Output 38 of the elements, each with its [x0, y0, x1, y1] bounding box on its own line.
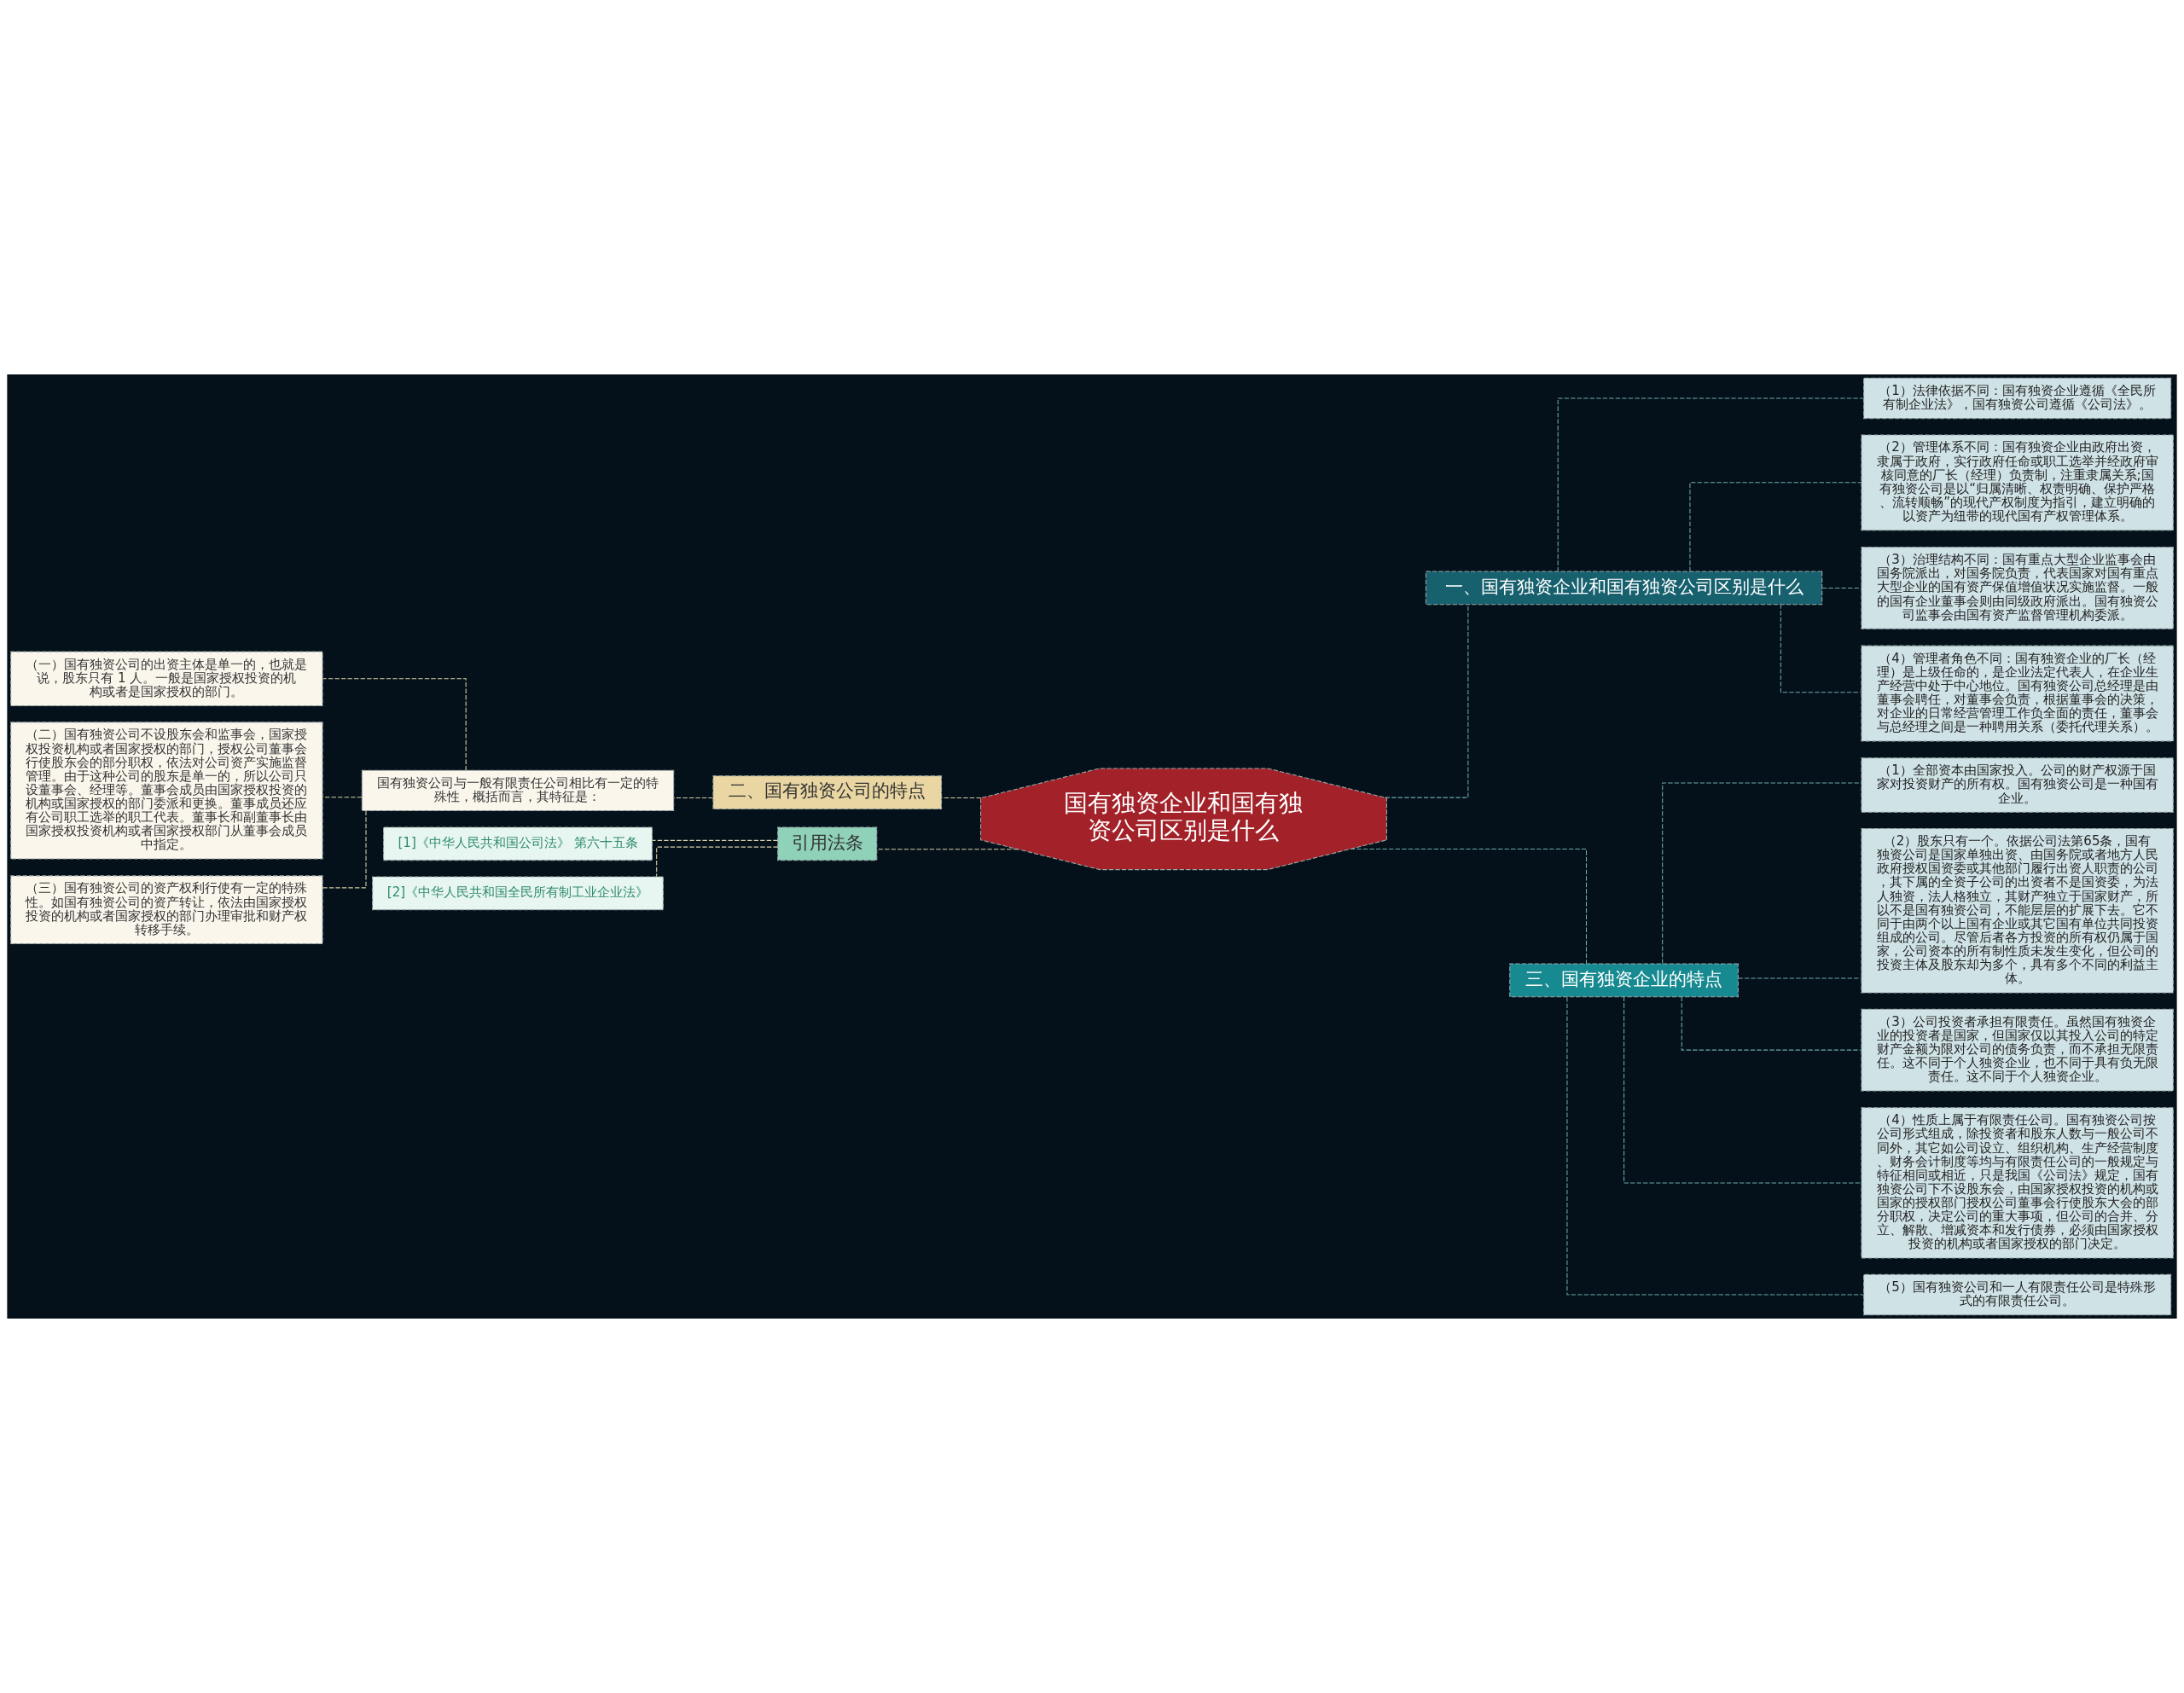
node-box: 一、国有独资企业和国有独资公司区别是什么 — [1425, 571, 1823, 606]
node-box: （5）国有独资公司和一人有限责任公司是特殊形式的有限责任公司。 — [1863, 1273, 2172, 1316]
node-box: （1）法律依据不同：国有独资企业遵循《全民所有制企业法》，国有独资公司遵循《公司法》。 — [1863, 377, 2172, 420]
node-box: 二、国有独资公司的特点 — [712, 775, 943, 809]
connector — [1385, 604, 1469, 798]
connector — [322, 797, 363, 798]
connector — [1681, 996, 1862, 1051]
connector — [322, 678, 467, 771]
connector — [652, 839, 778, 841]
connector — [673, 797, 714, 799]
connector — [941, 797, 982, 799]
connector — [1689, 482, 1862, 572]
node-box: （三）国有独资公司的资产权利行使有一定的特殊性。如国有独资公司的资产转让，依法由国家授权投资的机构或者国家授权的部门办理审批和财产权转移手续。 — [10, 875, 323, 944]
node-box: （1）全部资本由国家投入。公司的财产权源于国家对投资财产的所有权。国有独资公司是一种国有企业。 — [1861, 757, 2174, 813]
connector — [1566, 996, 1865, 1296]
connector — [1738, 977, 1862, 979]
connector — [1623, 996, 1862, 1184]
node-box: （一）国有独资公司的出资主体是单一的，也就是说，股东只有 1 人。一般是国家授权投资的机构或者是国家授权的部门。 — [10, 651, 323, 707]
node-box: 国有独资公司与一般有限责任公司相比有一定的特殊性，概括而言，其特征是： — [361, 769, 675, 812]
node-box: （4）管理者角色不同：国有独资企业的厂长（经理）是上级任命的，是企业法定代表人，在企业生产经营中处于中心地位。国有独资公司总经理是由董事会聘任，对董事会负责，根据董事会的决策，对企业的日常经营管理工作负全面的责任，董事会与总经理之间是一种聘用关系（委托代理关系）。 — [1861, 645, 2174, 742]
connector — [1662, 782, 1862, 965]
connector — [1350, 848, 1588, 965]
node-box: （2）管理体系不同：国有独资企业由政府出资，隶属于政府，实行政府任命或职工选举并经政府审核同意的厂长（经理）负责制，注重隶属关系;国有独资公司是以“归属清晰、权责明确、保护严格、流转顺畅”的现代产权制度为指引，建立明确的以资产为纽带的现代国有产权管理体系。 — [1861, 434, 2174, 531]
node-box: （3）治理结构不同：国有重点大型企业监事会由国务院派出，对国务院负责，代表国家对国有重点大型企业的国有资产保值增值状况实施监督。一般的国有企业董事会则由同级政府派出。国有独资公司监事会由国有资产监督管理机构委派。 — [1861, 547, 2174, 629]
connector — [876, 849, 1019, 850]
node-box: [2]《中华人民共和国全民所有制工业企业法》 — [372, 876, 664, 911]
node-box: 三、国有独资企业的特点 — [1509, 963, 1739, 998]
node-box: （二）国有独资公司不设股东会和监事会，国家授权投资机构或者国家授权的部门，授权公司董事会行使股东会的部分职权，依法对公司资产实施监督管理。由于这种公司的股东是单一的，所以公司只设董事会、经理等。董事会成员由国家授权投资的机构或国家授权的部门委派和更换。董事成员还应有公司职工选举的职工代表。董事长和副董事长由国家授权投资机构或者国家授权部门从董事会成员中指定。 — [10, 722, 323, 860]
node-box: （3）公司投资者承担有限责任。虽然国有独资企业的投资者是国家，但国家仅以其投入公司的特定财产金额为限对公司的债务负责，而不承担无限责任。这不同于个人独资企业，也不同于具有负无限责任。这不同于个人独资企业。 — [1861, 1008, 2174, 1092]
node-box: （4）性质上属于有限责任公司。国有独资公司按公司形式组成，除投资者和股东人数与一般公司不同外，其它如公司设立、组织机构、生产经营制度、财务会计制度等均与有限责任公司的一般规定与特征相同或相近，只是我国《公司法》规定，国有独资公司下不设股东会，由国家授权投资的机构或国家的授权部门授权公司董事会行使股东大会的部分职权，决定公司的重大事项，但公司的合并、分立、解散、增减资本和发行债券，必须由国家授权投资的机构或者国家授权的部门决定。 — [1861, 1107, 2174, 1259]
connector — [1780, 604, 1862, 693]
connector — [656, 846, 779, 878]
node-box: （2）股东只有一个。依据公司法第65条，国有独资公司是国家单独出资、由国务院或者地方人民政府授权国资委或其他部门履行出资人职责的公司，其下属的全资子公司的出资者不是国资委，为法人独资，法人格独立，其财产独立于国家财产，所以不是国有独资公司，不能层层的扩展下去。它不同于由两个以上国有企业或其它国有单位共同投资组成的公司。尽管后者各方投资的所有权仍属于国家，公司资本的所有制性质未发生变化，但公司的投资主体及股东却为多个，具有多个不同的利益主体。 — [1861, 828, 2174, 994]
connector — [322, 810, 367, 889]
connector — [1557, 397, 1865, 572]
connector — [1821, 587, 1862, 588]
node-box: [1]《中华人民共和国公司法》 第六十五条 — [383, 826, 653, 861]
node-box: 引用法条 — [777, 826, 878, 861]
